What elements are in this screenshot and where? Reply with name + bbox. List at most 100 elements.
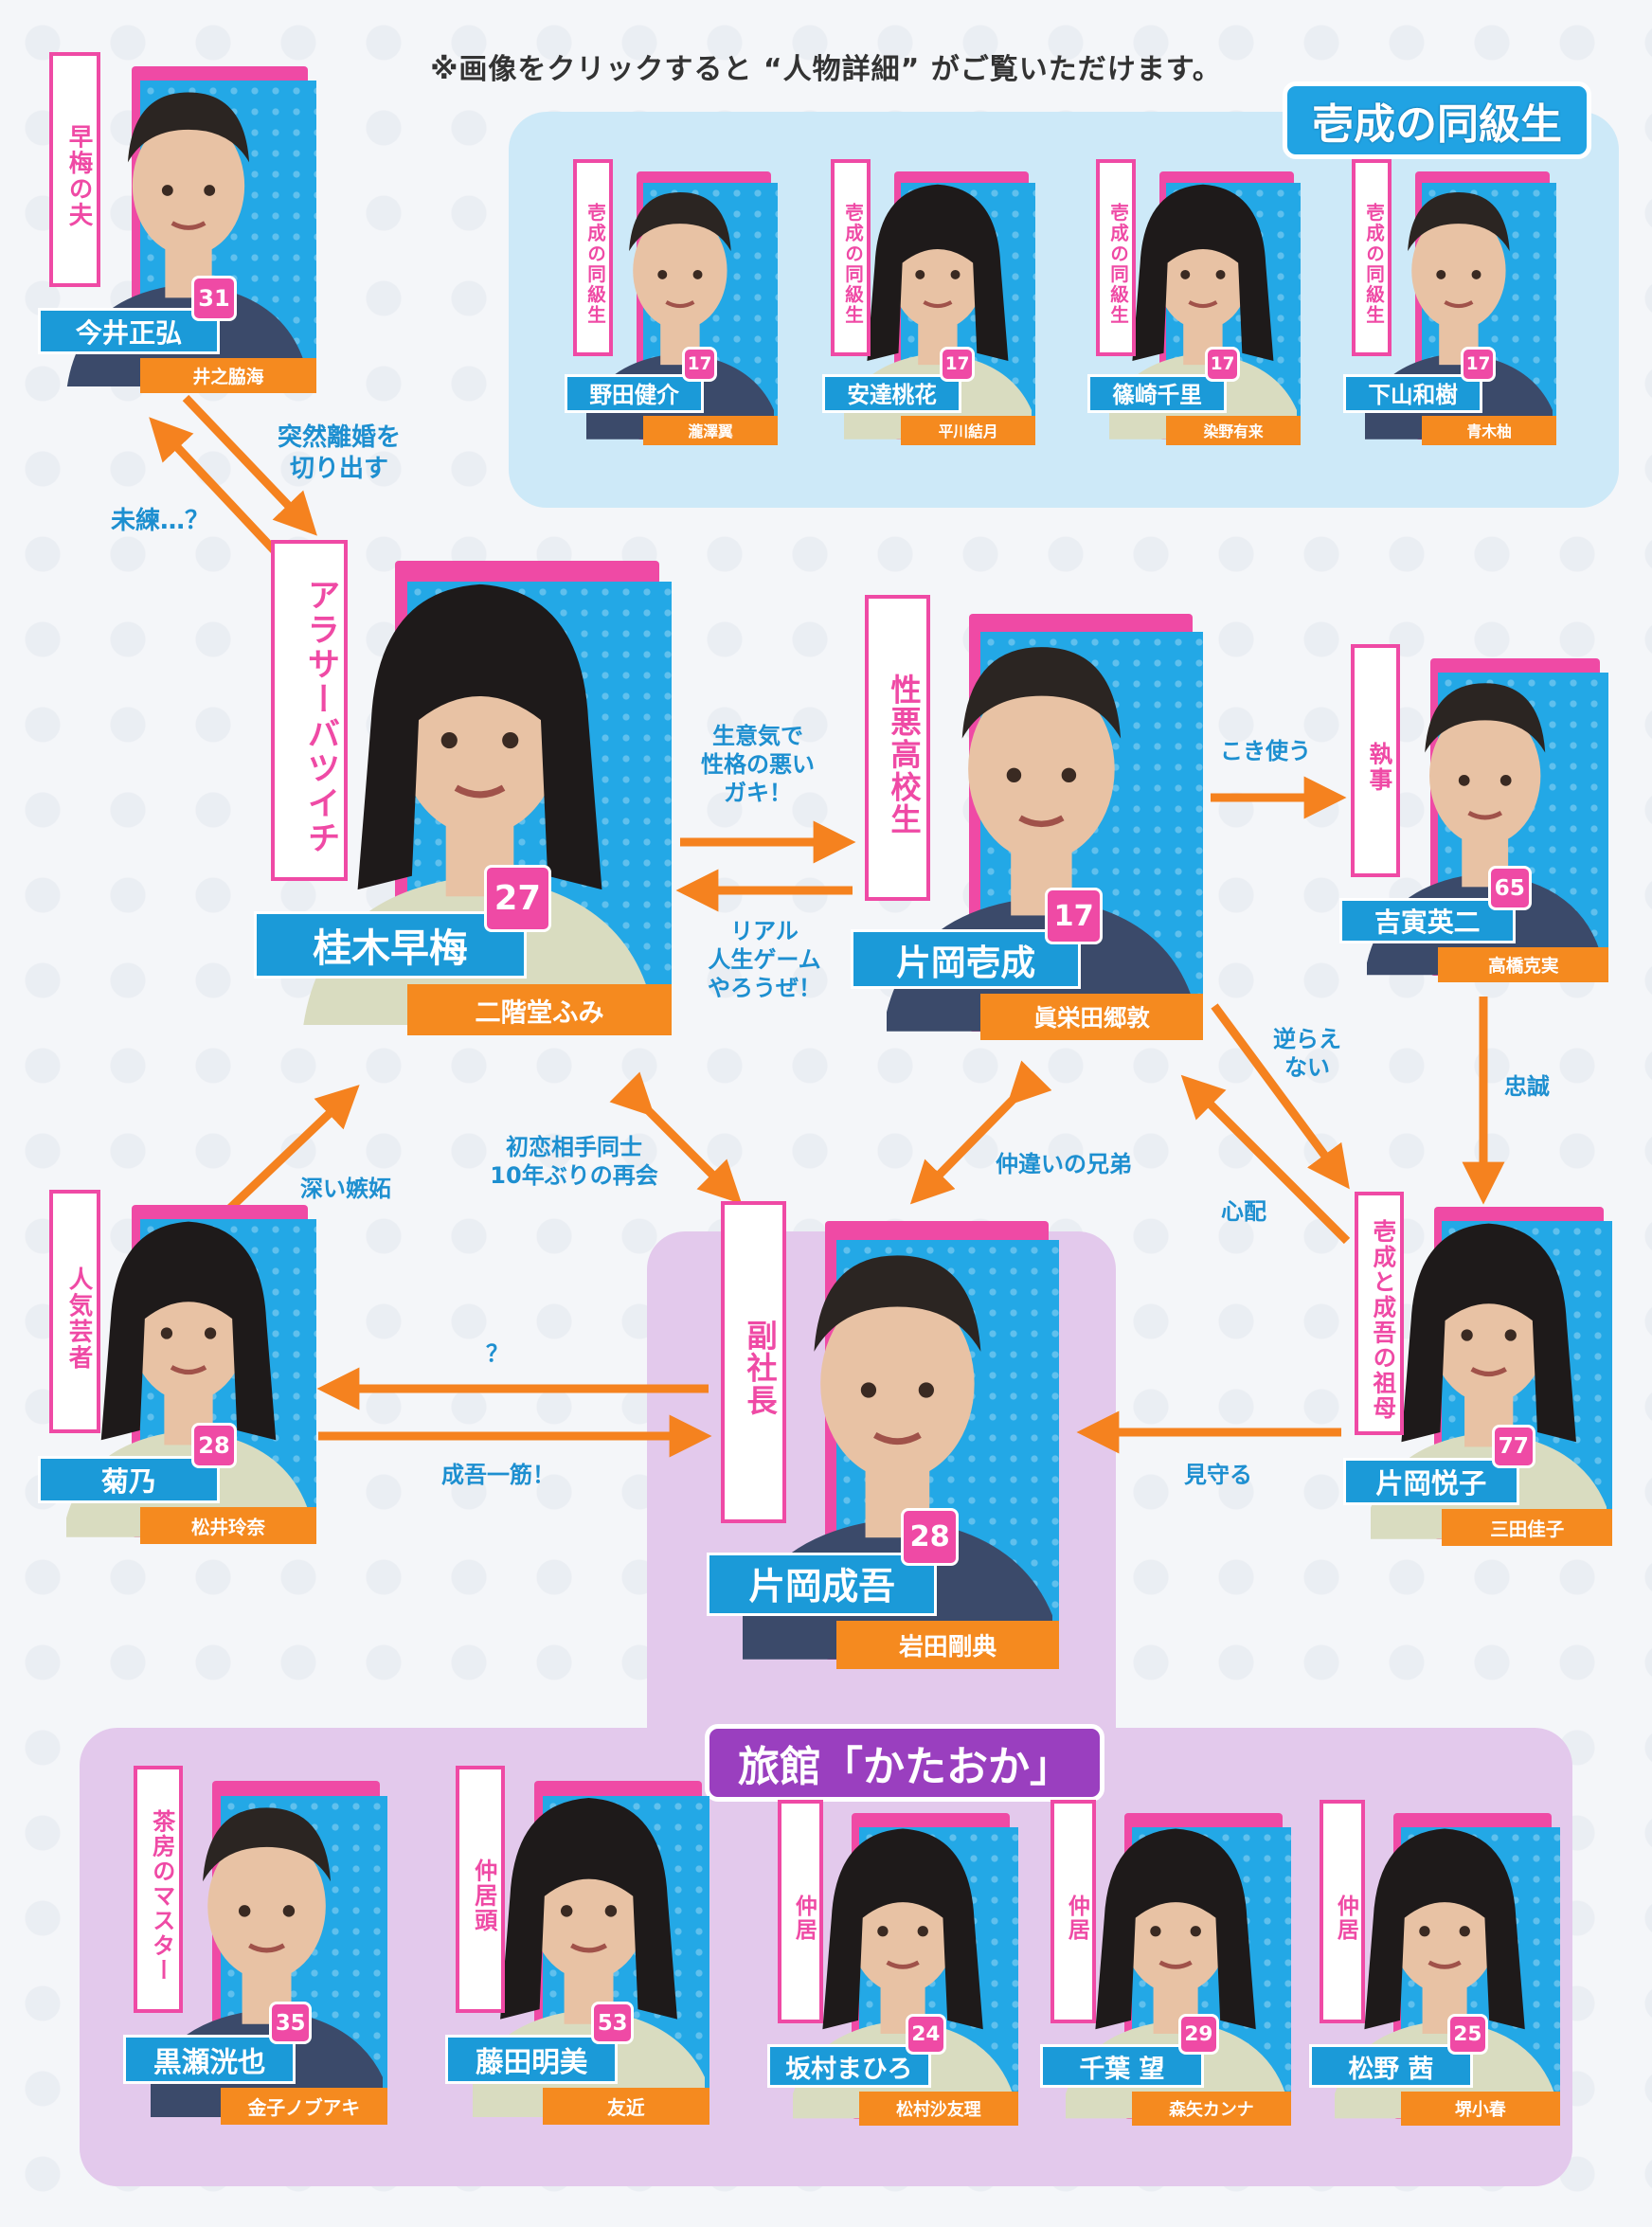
arrow-katsuragi-to-imai — [149, 417, 284, 561]
age-badge: 65 — [1487, 866, 1532, 910]
label-issei-to-yoshitora: こき使う — [1220, 738, 1311, 764]
role-label: 仲居頭 — [456, 1766, 505, 2013]
character-name: 片岡成吾 — [707, 1552, 938, 1616]
label-katsuragi-to-imai: 未練…？ — [110, 507, 209, 535]
label-yoshitora-to-etsuko: 忠誠 — [1504, 1073, 1550, 1100]
label-katsuragi-seigo: 初恋相手同士 10年ぶりの再会 — [490, 1134, 658, 1189]
label-issei-seigo: 仲違いの兄弟 — [996, 1151, 1132, 1177]
role-label: 副社長 — [721, 1201, 786, 1523]
actor-name: 染野有来 — [1165, 415, 1302, 446]
character-name: 野田健介 — [565, 373, 705, 413]
character-name: 篠崎千里 — [1087, 373, 1228, 413]
role-label: 仲居 — [1319, 1800, 1366, 2024]
actor-name: 松村沙友理 — [859, 2091, 1018, 2126]
age-badge: 27 — [484, 865, 551, 933]
age-badge: 17 — [1461, 347, 1496, 383]
label-issei-to-etsuko: 逆らえ ない — [1273, 1026, 1341, 1081]
age-badge: 31 — [191, 276, 237, 322]
role-label: 執事 — [1350, 644, 1400, 877]
age-badge: 17 — [1205, 347, 1240, 383]
actor-name: 松井玲奈 — [140, 1507, 316, 1545]
age-badge: 17 — [1045, 887, 1103, 945]
role-label: 早梅の夫 — [49, 52, 100, 287]
actor-name: 平川結月 — [900, 415, 1036, 446]
age-badge: 77 — [1491, 1424, 1535, 1469]
character-name: 黒瀬洸也 — [123, 2035, 296, 2084]
age-badge: 17 — [682, 347, 717, 383]
arrow-imai-to-katsuragi — [182, 394, 317, 536]
character-name: 菊乃 — [38, 1455, 220, 1504]
character-name: 今井正弘 — [38, 308, 220, 354]
role-label: 壱成の同級生 — [831, 159, 871, 356]
character-name: 坂村まひろ — [767, 2043, 931, 2089]
actor-name: 青木柚 — [1421, 415, 1557, 446]
role-label: 壱成の同級生 — [1096, 159, 1136, 356]
actor-name: 高橋克実 — [1438, 946, 1609, 983]
age-badge: 28 — [191, 1422, 237, 1468]
age-badge: 25 — [1446, 2013, 1488, 2055]
actor-name: 瀧澤翼 — [642, 415, 779, 446]
role-label: 茶房のマスター — [134, 1766, 183, 2013]
character-name: 藤田明美 — [445, 2035, 619, 2084]
actor-name: 金子ノブアキ — [220, 2087, 388, 2126]
role-label: 壱成の同級生 — [1352, 159, 1392, 356]
character-name: 松野 茜 — [1309, 2043, 1473, 2089]
character-name: 安達桃花 — [822, 373, 962, 413]
label-katsuragi-to-issei: 生意気で 性格の悪い ガキ！ — [701, 723, 815, 806]
actor-name: 三田佳子 — [1442, 1509, 1613, 1547]
ryokan-title: 旅館「かたおか」 — [705, 1724, 1104, 1802]
label-kikuno-to-katsuragi: 深い嫉妬 — [300, 1176, 391, 1202]
role-label: アラサーバツイチ — [271, 540, 348, 881]
label-issei-to-katsuragi: リアル 人生ゲーム やろうぜ！ — [708, 918, 821, 1001]
age-badge: 29 — [1177, 2013, 1219, 2055]
arrow-katsuragi-seigo — [609, 1071, 743, 1205]
character-name: 下山和樹 — [1343, 373, 1483, 413]
actor-name: 堺小春 — [1401, 2091, 1560, 2126]
role-label: 性悪高校生 — [865, 595, 930, 902]
actor-name: 岩田剛典 — [835, 1620, 1060, 1670]
age-badge: 35 — [268, 2001, 313, 2045]
label-etsuko-to-issei: 心配 — [1221, 1198, 1266, 1225]
label-seigo-to-kikuno: ？ — [486, 1340, 509, 1367]
arrow-issei-seigo — [909, 1060, 1052, 1205]
instruction-note: ※画像をクリックすると “人物詳細” がご覧いただけます。 — [430, 53, 1222, 86]
actor-name: 眞栄田郷敦 — [979, 994, 1204, 1041]
role-label: 壱成と成吾の祖母 — [1354, 1192, 1404, 1436]
age-badge: 53 — [590, 2001, 635, 2045]
role-label: 人気芸者 — [49, 1190, 100, 1434]
role-label: 仲居 — [777, 1800, 824, 2024]
arrow-issei-to-etsuko — [1211, 1003, 1350, 1190]
character-name: 桂木早梅 — [254, 911, 527, 979]
role-label: 壱成の同級生 — [573, 159, 613, 356]
age-badge: 28 — [901, 1508, 959, 1567]
classmates-title: 壱成の同級生 — [1283, 81, 1591, 159]
portrait-photo[interactable] — [793, 1806, 1014, 2119]
arrow-etsuko-to-issei — [1180, 1074, 1351, 1245]
character-name: 片岡壱成 — [851, 928, 1082, 990]
actor-name: 井之脇海 — [140, 357, 316, 393]
age-badge: 24 — [905, 2013, 946, 2055]
role-label: 仲居 — [1050, 1800, 1097, 2024]
actor-name: 二階堂ふみ — [407, 983, 672, 1036]
label-imai-to-katsuragi: 突然離婚を 切り出す — [277, 423, 401, 483]
actor-name: 森矢カンナ — [1132, 2091, 1291, 2126]
label-etsuko-to-seigo: 見守る — [1184, 1462, 1252, 1488]
age-badge: 17 — [940, 347, 975, 383]
